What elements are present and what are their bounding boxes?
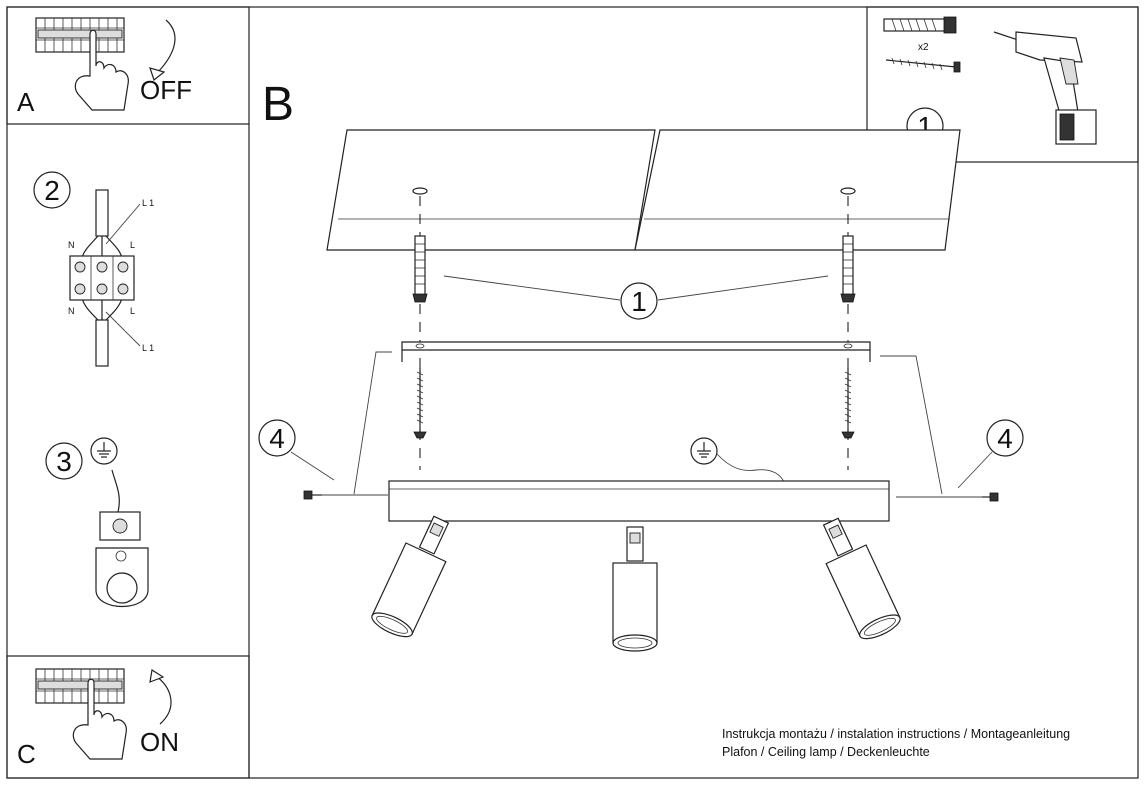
spotlight-center	[612, 526, 658, 652]
mounting-screw-right	[841, 367, 855, 439]
wall-plug-icon	[883, 16, 957, 34]
l1-label-top: L 1	[142, 198, 154, 208]
guide-lines	[320, 351, 984, 498]
panel-c: C ON	[17, 668, 179, 769]
tools-box: x2 1	[883, 16, 1097, 145]
on-label: ON	[140, 727, 179, 757]
panel-b-letter: B	[262, 78, 294, 131]
step-2-badge	[33, 171, 71, 209]
lamp-body	[388, 480, 890, 522]
lower-cable	[95, 319, 109, 367]
step-1-callout: 1	[443, 275, 829, 320]
side-screw-right	[982, 492, 999, 502]
l-label-bottom: L	[130, 306, 135, 316]
step-2-number: 2	[44, 175, 60, 206]
footer-line-2: Plafon / Ceiling lamp / Deckenleuchte	[722, 745, 930, 759]
n-label-top: N	[68, 240, 75, 250]
ceiling-panels	[326, 129, 961, 251]
step-3-badge	[45, 442, 83, 480]
off-label: OFF	[140, 75, 192, 105]
panel-a-letter: A	[17, 87, 35, 117]
wall-plug-right	[840, 235, 856, 303]
wiring-step: 2 L 1 L 1 N N L L	[33, 171, 154, 367]
grounding-step: 3	[45, 437, 149, 608]
drill-icon	[993, 31, 1097, 145]
panel-c-letter: C	[17, 739, 36, 769]
n-label-bottom: N	[68, 306, 75, 316]
l-label-top: L	[130, 240, 135, 250]
l1-label-bottom: L 1	[142, 343, 154, 353]
wall-plug-left	[412, 235, 428, 303]
footer-line-1: Instrukcja montażu / instalation instruc…	[722, 727, 1070, 741]
screw-icon	[885, 57, 961, 73]
spotlight-right	[810, 511, 904, 644]
ground-terminal	[95, 511, 149, 608]
drill-hole-right	[840, 187, 856, 195]
breaker-panel-icon	[35, 17, 125, 53]
mounting-bracket	[401, 341, 871, 362]
curved-arrow-icon	[149, 19, 176, 82]
step-4-callout-right: 4	[957, 419, 1024, 502]
drill-hole-left	[412, 187, 428, 195]
ground-symbol-icon	[90, 437, 118, 465]
side-screw-left	[303, 490, 322, 500]
step-4-number-right: 4	[997, 423, 1013, 454]
mounting-screw-left	[413, 367, 427, 439]
ground-symbol-icon	[690, 437, 785, 483]
connector-block-icon	[69, 255, 135, 301]
curved-arrow-icon	[149, 669, 172, 725]
breaker-panel-icon	[35, 668, 125, 704]
step-4-callout-left: 4	[258, 419, 335, 500]
panel-a: A OFF	[17, 17, 192, 117]
quantity-label: x2	[918, 42, 929, 53]
spotlight-left	[368, 509, 462, 642]
upper-cable	[95, 189, 109, 237]
panel-borders	[6, 6, 1139, 779]
step-4-number-left: 4	[269, 423, 285, 454]
step-1-number-plugs: 1	[631, 286, 647, 317]
step-3-number: 3	[56, 446, 72, 477]
